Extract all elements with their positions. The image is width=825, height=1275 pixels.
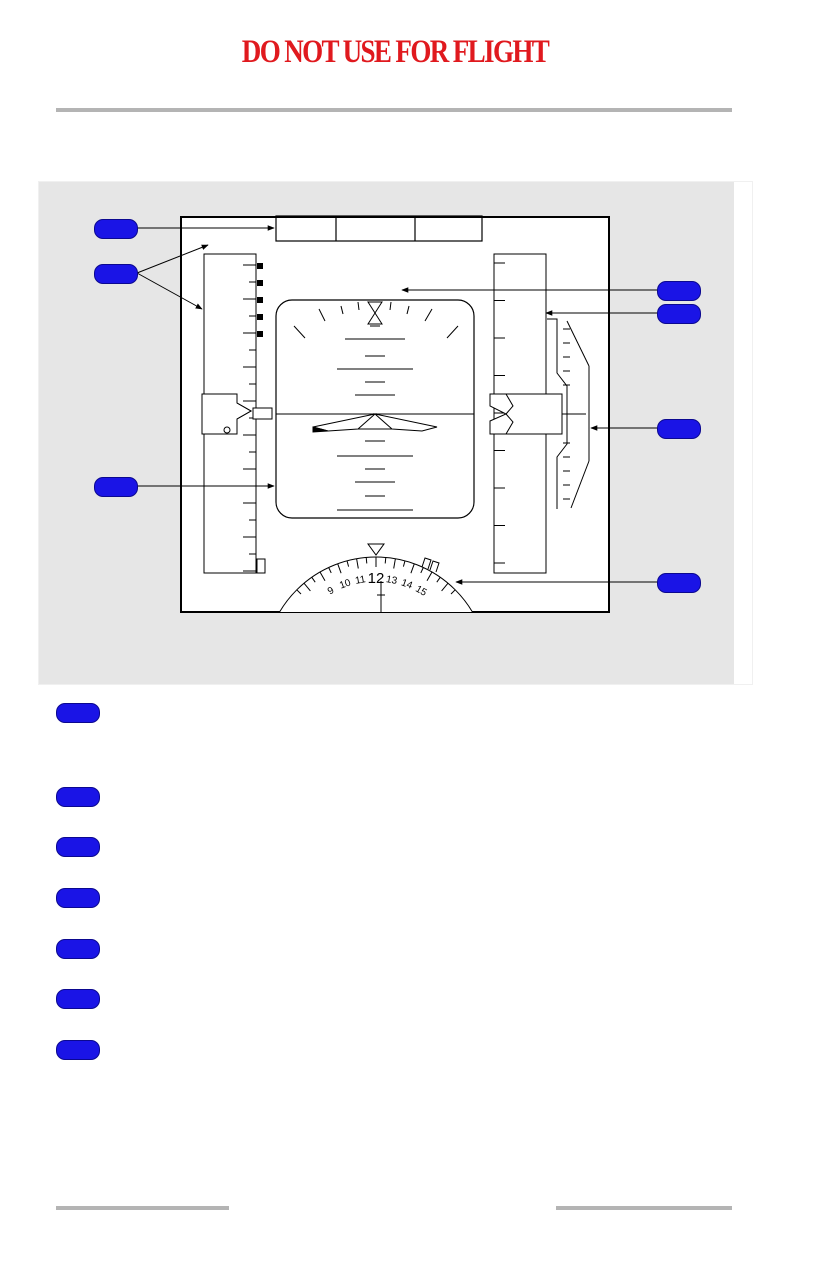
footer-divider-right <box>556 1206 732 1210</box>
roll-pointer-icon <box>367 301 383 327</box>
legend-callout-badge <box>56 939 100 959</box>
legend-callout-badge <box>56 703 100 723</box>
heading-tick <box>356 558 359 569</box>
heading-label: 10 <box>338 577 353 591</box>
heading-tick <box>303 582 311 592</box>
heading-tick <box>393 558 396 569</box>
heading-label: 15 <box>413 584 429 599</box>
heading-tick <box>346 560 350 567</box>
heading-tick <box>337 563 342 574</box>
legend-callout-badge <box>56 989 100 1009</box>
heading-bug-icon <box>421 557 440 573</box>
heading-tick <box>436 577 441 583</box>
heading-tick <box>365 557 368 564</box>
heading-pointer-icon <box>367 543 385 556</box>
legend-callout-badge <box>56 787 100 807</box>
heading-tick <box>384 557 387 564</box>
heading-label: 12 <box>368 570 385 587</box>
callout-badge <box>94 219 138 239</box>
heading-label: 14 <box>400 577 415 591</box>
heading-tick <box>328 567 332 574</box>
flight-mode-annunciator <box>275 215 483 242</box>
legend-callout-badge <box>56 837 100 857</box>
attitude-indicator <box>275 299 475 519</box>
heading-tick <box>311 577 316 583</box>
footer-divider-left <box>56 1206 229 1210</box>
heading-label: 11 <box>354 574 367 587</box>
heading-tick <box>319 571 326 581</box>
heading-tick <box>450 589 456 595</box>
heading-label: 13 <box>385 574 398 587</box>
legend-callout-badge <box>56 888 100 908</box>
roll-scale <box>293 301 459 339</box>
aircraft-symbol-icon <box>312 413 438 433</box>
speed-bug-markers <box>257 263 263 337</box>
heading-tick <box>441 582 449 592</box>
figure-margin-strip <box>734 182 752 684</box>
callout-badge <box>657 419 701 439</box>
heading-tick <box>296 589 302 595</box>
heading-tick <box>402 560 406 567</box>
callout-badge <box>657 573 701 593</box>
callout-badge <box>657 281 701 301</box>
heading-tick <box>420 567 424 574</box>
heading-tick <box>426 571 433 581</box>
airspeed-readout <box>201 393 273 435</box>
callout-badge <box>657 304 701 324</box>
callout-badge <box>94 264 138 284</box>
vertical-speed-indicator <box>547 318 590 509</box>
callout-badge <box>94 477 138 497</box>
heading-tick <box>410 563 415 574</box>
do-not-use-for-flight-warning: DO NOT USE FOR FLIGHT <box>241 34 550 70</box>
legend-callout-badge <box>56 1040 100 1060</box>
heading-label: 9 <box>326 585 337 598</box>
callout-leaders <box>136 225 657 585</box>
altitude-readout <box>489 393 586 435</box>
top-divider <box>56 108 732 112</box>
